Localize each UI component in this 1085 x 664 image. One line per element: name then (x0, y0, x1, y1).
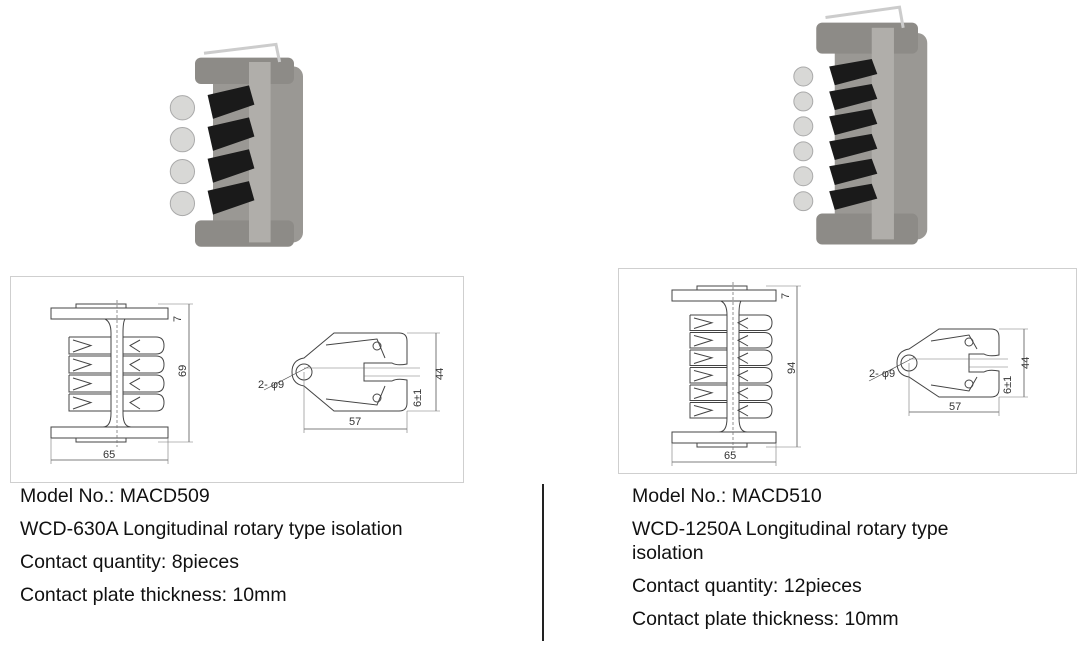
contact-blade (829, 158, 878, 185)
top-flange (671, 289, 777, 302)
dim-length: 57 (349, 416, 361, 428)
contact-left (68, 336, 111, 355)
contact-right (736, 384, 773, 401)
contact-ball (169, 190, 196, 217)
dim-hole: 2- φ9 (869, 368, 895, 380)
pivot (372, 393, 382, 403)
contact-ball (169, 127, 196, 153)
contact-ball (793, 166, 814, 187)
center-web (718, 300, 748, 433)
spec-list-macd510: Model No.: MACD510 WCD-1250A Longitudina… (632, 484, 1012, 640)
contact-right (736, 349, 773, 366)
spring-clip (203, 42, 282, 63)
contact-blade (829, 183, 878, 210)
contact-blade (829, 133, 878, 161)
dim-length: 57 (949, 401, 961, 413)
contact-ball (793, 116, 814, 137)
contact-blade (207, 181, 255, 215)
contact-arm (325, 338, 386, 406)
contact-quantity: Contact quantity: 12pieces (632, 575, 862, 597)
flange-tab (75, 303, 127, 309)
contact-arm (930, 334, 978, 392)
dim-flange: 7 (172, 316, 184, 322)
dim-height: 69 (177, 365, 189, 377)
pivot (372, 341, 382, 351)
description: WCD-630A Longitudinal rotary type isolat… (20, 518, 403, 540)
flange-tab (696, 442, 748, 448)
contact-ball (169, 95, 196, 121)
contact-blade (829, 59, 878, 86)
model-number: Model No.: MACD510 (632, 485, 822, 507)
contact-left (68, 393, 111, 412)
dim-opening: 44 (1020, 357, 1032, 369)
contact-blade (829, 108, 878, 136)
contact-left (68, 355, 111, 374)
contact-left (689, 332, 727, 349)
contact-blade (829, 83, 878, 111)
contact-ball (793, 141, 814, 162)
contact-ball (169, 158, 196, 185)
technical-drawing-macd510: 65 94 7 2- φ9 57 44 6±1 (618, 268, 1077, 474)
contact-right (123, 355, 165, 374)
model-number: Model No.: MACD509 (20, 485, 210, 507)
flange-tab (696, 285, 748, 291)
plate-thickness: Contact plate thickness: 10mm (20, 584, 287, 606)
contact-quantity: Contact quantity: 8pieces (20, 551, 239, 573)
dim-gap: 6±1 (412, 389, 424, 407)
contact-blade (207, 117, 255, 151)
column-divider (542, 484, 544, 641)
contact-left (689, 402, 727, 419)
contact-ball (793, 191, 814, 212)
contact-right (736, 402, 773, 419)
top-view-outline (896, 328, 1000, 398)
contact-right (123, 393, 165, 412)
leader-line (868, 356, 916, 382)
contact-blade (207, 149, 255, 183)
spring-clip (825, 5, 905, 29)
contact-right (736, 367, 773, 384)
bottom-flange (816, 213, 918, 245)
leader-line (263, 365, 311, 391)
dim-opening: 44 (434, 368, 446, 380)
contact-left (689, 314, 727, 331)
contact-left (689, 349, 727, 366)
web (871, 27, 894, 240)
bottom-flange (195, 220, 294, 247)
contact-ball (793, 66, 814, 87)
technical-drawing-macd509: 65 69 7 2- φ9 57 44 6±1 (10, 276, 464, 483)
web (249, 62, 271, 243)
pivot (964, 379, 974, 389)
contact-left (689, 367, 727, 384)
bottom-flange (671, 431, 777, 444)
contact-right (123, 336, 165, 355)
plate-thickness: Contact plate thickness: 10mm (632, 608, 899, 630)
contact-right (736, 332, 773, 349)
contact-ball (793, 91, 814, 112)
description: WCD-1250A Longitudinal rotary type isola… (632, 518, 949, 564)
contact-right (736, 314, 773, 331)
contact-left (689, 384, 727, 401)
top-flange (50, 307, 169, 320)
pivot (964, 337, 974, 347)
contact-right (123, 374, 165, 393)
flange-tab (75, 437, 127, 443)
dim-height: 94 (786, 362, 798, 374)
product-photo-macd509 (169, 42, 303, 247)
top-view-outline (291, 332, 408, 412)
dim-width: 65 (103, 449, 115, 461)
dim-gap: 6±1 (1002, 376, 1014, 394)
spec-list-macd509: Model No.: MACD509 WCD-630A Longitudinal… (20, 484, 520, 616)
contact-blade (207, 85, 255, 119)
dim-flange: 7 (780, 293, 792, 299)
dim-hole: 2- φ9 (258, 379, 284, 391)
contact-left (68, 374, 111, 393)
product-photo-macd510 (793, 5, 928, 245)
bottom-flange (50, 426, 169, 439)
dim-width: 65 (724, 450, 736, 462)
